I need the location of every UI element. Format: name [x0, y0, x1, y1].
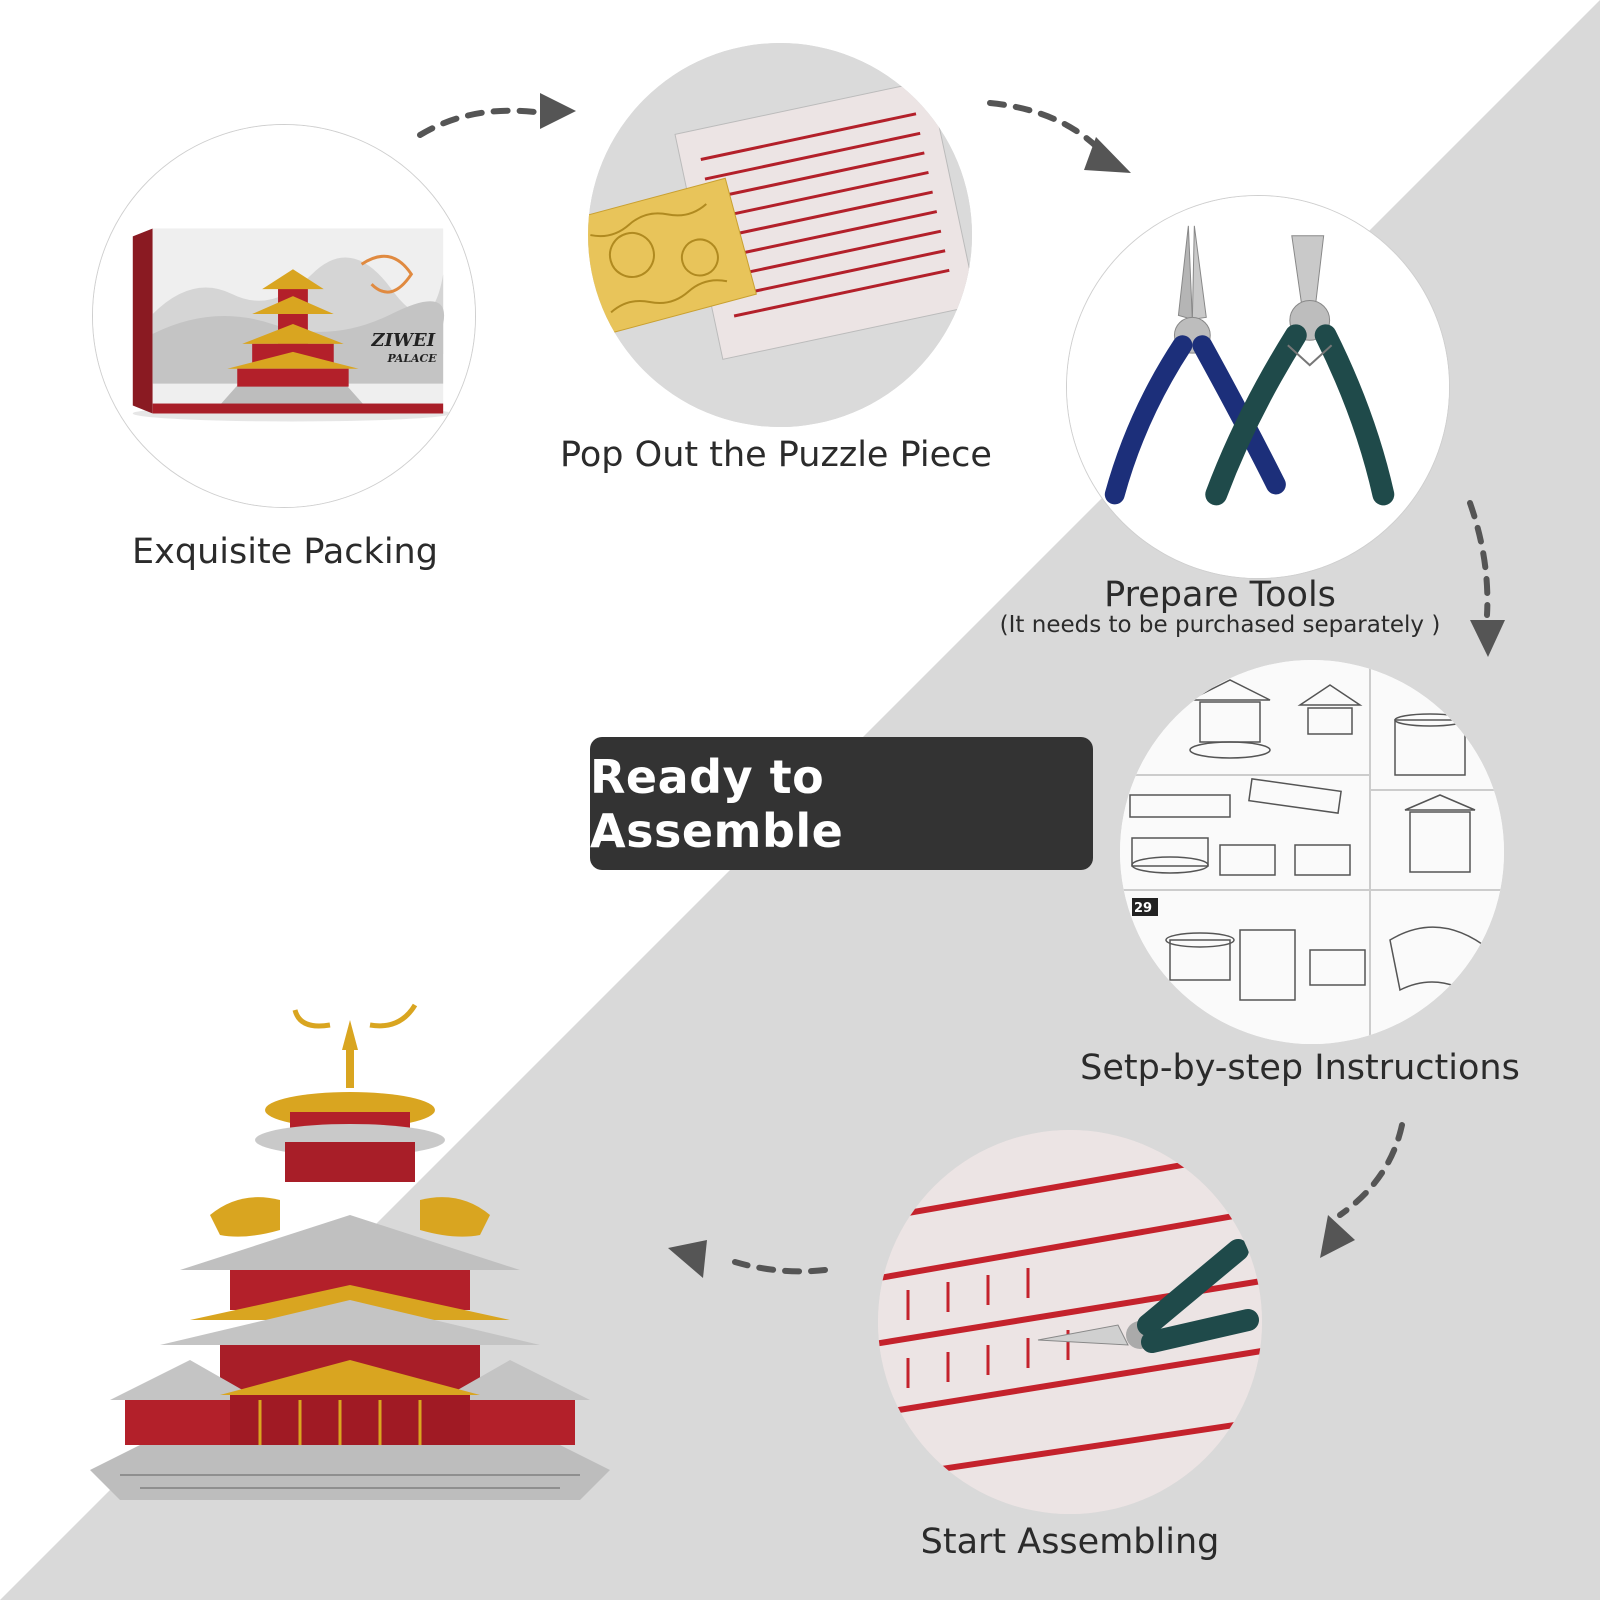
step-label-instructions: Setp-by-step Instructions	[1080, 1048, 1520, 1088]
tools-circle	[1066, 195, 1450, 579]
instructions-circle: 29	[1120, 660, 1504, 1044]
step-label-tools: Prepare Tools	[1104, 575, 1336, 615]
cutting-tool	[1037, 1239, 1259, 1353]
step-label-puzzle: Pop Out the Puzzle Piece	[560, 435, 992, 475]
ready-to-assemble-banner: Ready to Assemble	[590, 737, 1093, 870]
assembling-circle	[878, 1130, 1262, 1514]
instructions-sheet-image: 29	[1120, 660, 1504, 1044]
step-note-tools: (It needs to be purchased separately )	[999, 612, 1441, 638]
finished-palace-model	[90, 1003, 610, 1500]
step-label-packing: Exquisite Packing	[132, 532, 438, 572]
puzzle-sheets-image	[588, 43, 972, 427]
assembling-image	[878, 1130, 1262, 1514]
cutting-pliers	[1205, 235, 1395, 506]
banner-text: Ready to Assemble	[590, 749, 844, 858]
phoenix-ornament	[292, 1003, 418, 1088]
box-logo-line2: PALACE	[386, 352, 437, 365]
box-logo-line1: ZIWEI	[371, 330, 436, 351]
packing-circle: ZIWEI PALACE	[92, 124, 476, 508]
step-label-assembling: Start Assembling	[920, 1522, 1220, 1562]
puzzle-sheets-circle	[588, 43, 972, 427]
pliers-image	[1067, 196, 1449, 578]
instruction-step-number: 29	[1134, 901, 1152, 916]
packing-box-image: ZIWEI PALACE	[93, 125, 475, 507]
